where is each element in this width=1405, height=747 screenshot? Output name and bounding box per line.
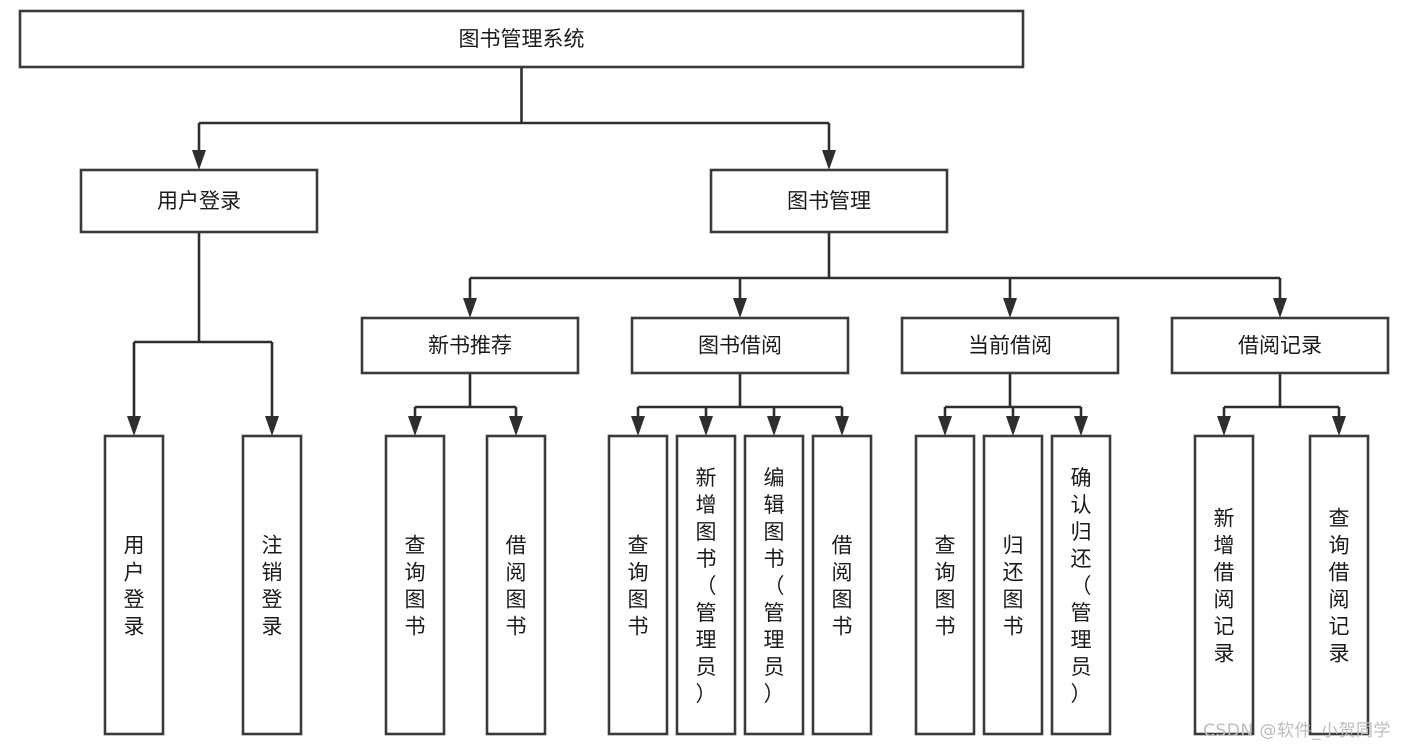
node-box bbox=[1308, 434, 1370, 736]
node-box bbox=[1050, 434, 1112, 736]
node-current-borrow[interactable]: 当前借阅 bbox=[900, 316, 1120, 375]
node-label: 查询图书 bbox=[628, 534, 649, 639]
node-box bbox=[900, 316, 1120, 375]
node-label: 归还图书 bbox=[1003, 534, 1024, 639]
arrow-head-icon bbox=[835, 416, 849, 436]
node-box bbox=[79, 168, 319, 234]
arrow-head-icon bbox=[509, 416, 523, 436]
node-bb-edit-book[interactable]: 编辑图书（管理员） bbox=[743, 434, 805, 736]
node-borrow-records[interactable]: 借阅记录 bbox=[1170, 316, 1390, 375]
node-label: 查询借阅记录 bbox=[1329, 507, 1350, 666]
node-label: 用户登录 bbox=[157, 189, 241, 213]
diagram-nodes-layer: 图书管理系统用户登录用户登录注销登录图书管理新书推荐查询图书借阅图书图书借阅查询… bbox=[18, 9, 1390, 736]
connector-edges-layer bbox=[127, 67, 1346, 436]
arrow-head-icon bbox=[733, 298, 747, 318]
node-label: 查询图书 bbox=[405, 534, 426, 639]
node-box bbox=[1193, 434, 1255, 736]
node-user-login-logout[interactable]: 注销登录 bbox=[241, 434, 303, 736]
arrow-head-icon bbox=[631, 416, 645, 436]
node-box bbox=[241, 434, 303, 736]
arrow-head-icon bbox=[1273, 298, 1287, 318]
node-box bbox=[630, 316, 850, 375]
node-br-add-record[interactable]: 新增借阅记录 bbox=[1193, 434, 1255, 736]
arrow-head-icon bbox=[767, 416, 781, 436]
node-new-book-recommend[interactable]: 新书推荐 bbox=[360, 316, 580, 375]
node-cb-return-book[interactable]: 归还图书 bbox=[982, 434, 1044, 736]
node-label: 新书推荐 bbox=[428, 334, 512, 358]
arrow-head-icon bbox=[408, 416, 422, 436]
node-label: 注销登录 bbox=[262, 534, 283, 639]
arrow-head-icon bbox=[1006, 416, 1020, 436]
node-label: 图书借阅 bbox=[698, 334, 782, 358]
node-label: 当前借阅 bbox=[968, 334, 1052, 358]
arrow-head-icon bbox=[1074, 416, 1088, 436]
node-box bbox=[384, 434, 446, 736]
arrow-head-icon bbox=[699, 416, 713, 436]
arrow-head-icon bbox=[463, 298, 477, 318]
node-box bbox=[675, 434, 737, 736]
node-label: 借阅记录 bbox=[1238, 334, 1322, 358]
arrow-head-icon bbox=[938, 416, 952, 436]
node-box bbox=[18, 9, 1025, 69]
node-label: 查询图书 bbox=[935, 534, 956, 639]
node-cb-confirm-return[interactable]: 确认归还（管理员） bbox=[1050, 434, 1112, 736]
node-bb-query-book[interactable]: 查询图书 bbox=[607, 434, 669, 736]
node-nbr-borrow-book[interactable]: 借阅图书 bbox=[485, 434, 547, 736]
arrow-head-icon bbox=[1332, 416, 1346, 436]
watermark-label: CSDN @软件_小贺同学 bbox=[1203, 721, 1391, 741]
node-box bbox=[811, 434, 873, 736]
arrow-head-icon bbox=[1217, 416, 1231, 436]
node-box bbox=[914, 434, 976, 736]
node-box bbox=[709, 168, 949, 234]
node-label: 用户登录 bbox=[124, 534, 145, 639]
node-book-borrow[interactable]: 图书借阅 bbox=[630, 316, 850, 375]
node-box bbox=[607, 434, 669, 736]
node-label: 新增借阅记录 bbox=[1214, 507, 1235, 666]
node-label: 借阅图书 bbox=[832, 534, 853, 639]
node-user-login[interactable]: 用户登录 bbox=[79, 168, 319, 234]
arrow-head-icon bbox=[822, 150, 836, 170]
node-box bbox=[743, 434, 805, 736]
node-box bbox=[103, 434, 165, 736]
node-label: 新增图书（管理员） bbox=[696, 466, 717, 706]
arrow-head-icon bbox=[265, 416, 279, 436]
arrow-head-icon bbox=[192, 150, 206, 170]
node-label: 编辑图书（管理员） bbox=[764, 466, 785, 706]
node-label: 借阅图书 bbox=[506, 534, 527, 639]
arrow-head-icon bbox=[1003, 298, 1017, 318]
node-box bbox=[360, 316, 580, 375]
node-bb-borrow-book[interactable]: 借阅图书 bbox=[811, 434, 873, 736]
node-box bbox=[485, 434, 547, 736]
node-label: 确认归还（管理员） bbox=[1071, 466, 1092, 706]
node-br-query-record[interactable]: 查询借阅记录 bbox=[1308, 434, 1370, 736]
node-label: 图书管理系统 bbox=[459, 27, 585, 51]
node-label: 图书管理 bbox=[787, 189, 871, 213]
node-box bbox=[1170, 316, 1390, 375]
node-book-management[interactable]: 图书管理 bbox=[709, 168, 949, 234]
node-nbr-query-book[interactable]: 查询图书 bbox=[384, 434, 446, 736]
node-box bbox=[982, 434, 1044, 736]
node-cb-query-book[interactable]: 查询图书 bbox=[914, 434, 976, 736]
node-user-login-login[interactable]: 用户登录 bbox=[103, 434, 165, 736]
arrow-head-icon bbox=[127, 416, 141, 436]
node-undefined[interactable]: 图书管理系统 bbox=[18, 9, 1025, 69]
node-bb-add-book[interactable]: 新增图书（管理员） bbox=[675, 434, 737, 736]
